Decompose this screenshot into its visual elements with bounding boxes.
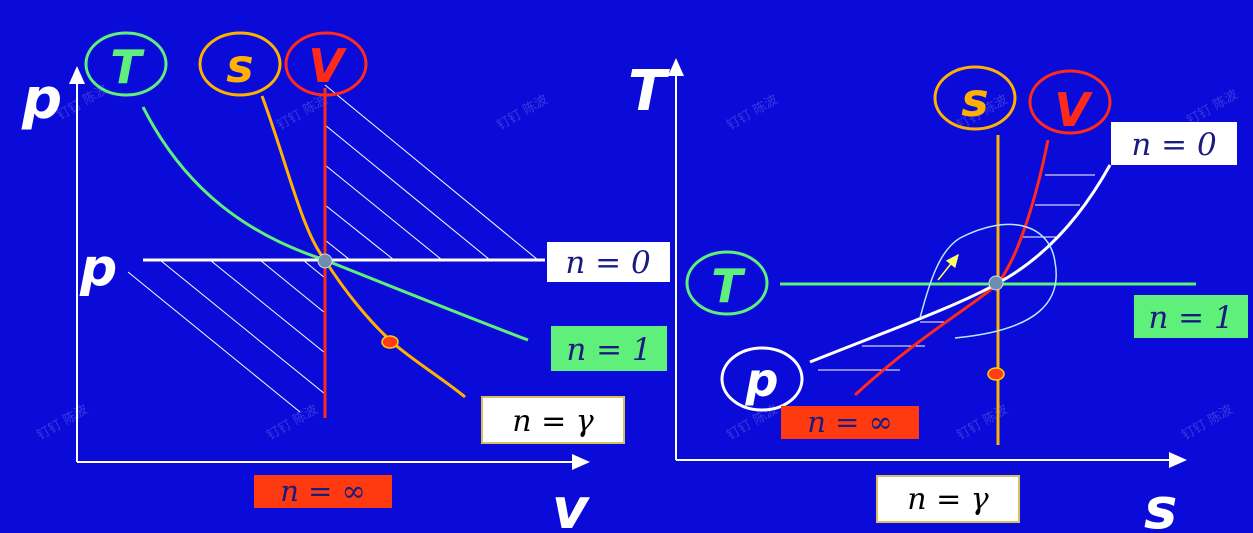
ts-y-axis-label: T <box>628 59 670 124</box>
pv-y-axis-label: p <box>21 67 62 132</box>
pv-hatch-compression <box>127 259 326 413</box>
ts-n1-box <box>1134 295 1248 338</box>
pv-n0-label: n = 0 <box>565 245 650 281</box>
pv-circle-T-label: T <box>110 40 145 94</box>
ts-circle-v <box>1028 69 1112 135</box>
pv-circle-v <box>284 31 368 97</box>
ts-circle-p <box>720 346 804 412</box>
ts-ngamma-box <box>876 475 1020 523</box>
pv-state-point <box>317 253 333 269</box>
ts-circle-v-label: V <box>1054 83 1093 137</box>
ts-process-arrow <box>937 253 959 281</box>
watermark: 钉钉 陈波 <box>34 402 91 444</box>
pv-x-axis-label: v <box>552 477 590 533</box>
ts-state-point <box>988 275 1004 291</box>
pv-ngamma-label: n = γ <box>512 404 594 439</box>
watermark: 钉钉 陈波 <box>264 402 321 444</box>
pv-ninf-box <box>254 475 392 508</box>
ts-circle-s-label: s <box>961 73 988 127</box>
ts-ninf-box <box>781 406 919 439</box>
ts-circle-T-label: T <box>711 259 746 313</box>
pv-diagram: p v p T s V n = 0 n = 1 n = γ n = ∞ <box>21 31 670 533</box>
pv-n0-box <box>547 242 670 282</box>
watermark: 钉钉 陈波 <box>494 92 551 134</box>
pv-marker-point <box>381 335 399 349</box>
pv-hatch-expansion <box>324 84 539 261</box>
pv-circle-v-label: V <box>308 39 347 93</box>
ts-circle-p-label: p <box>745 353 779 407</box>
pv-ninf-label: n = ∞ <box>280 474 366 508</box>
pv-isentrope-curve <box>260 95 466 399</box>
pv-circle-T <box>84 31 168 97</box>
ts-hatch <box>818 174 1095 371</box>
watermark: 钉钉 陈波 <box>954 402 1011 444</box>
ts-isochore-curve <box>853 139 1050 397</box>
ts-ninf-label: n = ∞ <box>807 405 893 439</box>
pv-circle-s <box>198 31 282 97</box>
ts-isobar-curve <box>809 164 1112 364</box>
ts-diagram: T s s V T p n = 0 n = 1 n = γ n = ∞ <box>628 58 1248 533</box>
ts-x-axis-label: s <box>1144 477 1177 533</box>
pv-circle-s-label: s <box>226 39 253 93</box>
ts-n0-label: n = 0 <box>1131 127 1216 163</box>
ts-ngamma-label: n = γ <box>907 482 989 517</box>
ts-process-loop <box>919 223 1057 339</box>
pv-n1-box <box>551 326 667 371</box>
pv-p-level-label: p <box>79 238 117 298</box>
watermark: 钉钉 陈波 <box>274 92 331 134</box>
ts-circle-T <box>685 250 769 316</box>
ts-n1-label: n = 1 <box>1148 300 1233 336</box>
ts-marker-point <box>987 367 1005 381</box>
ts-circle-s <box>933 65 1017 131</box>
pv-isotherm-curve <box>141 106 529 342</box>
ts-n0-box <box>1111 122 1237 165</box>
pv-n1-label: n = 1 <box>566 332 651 368</box>
pv-ngamma-box <box>481 396 625 444</box>
watermark: 钉钉 陈波 <box>724 92 781 134</box>
watermark: 钉钉 陈波 <box>1179 402 1236 444</box>
